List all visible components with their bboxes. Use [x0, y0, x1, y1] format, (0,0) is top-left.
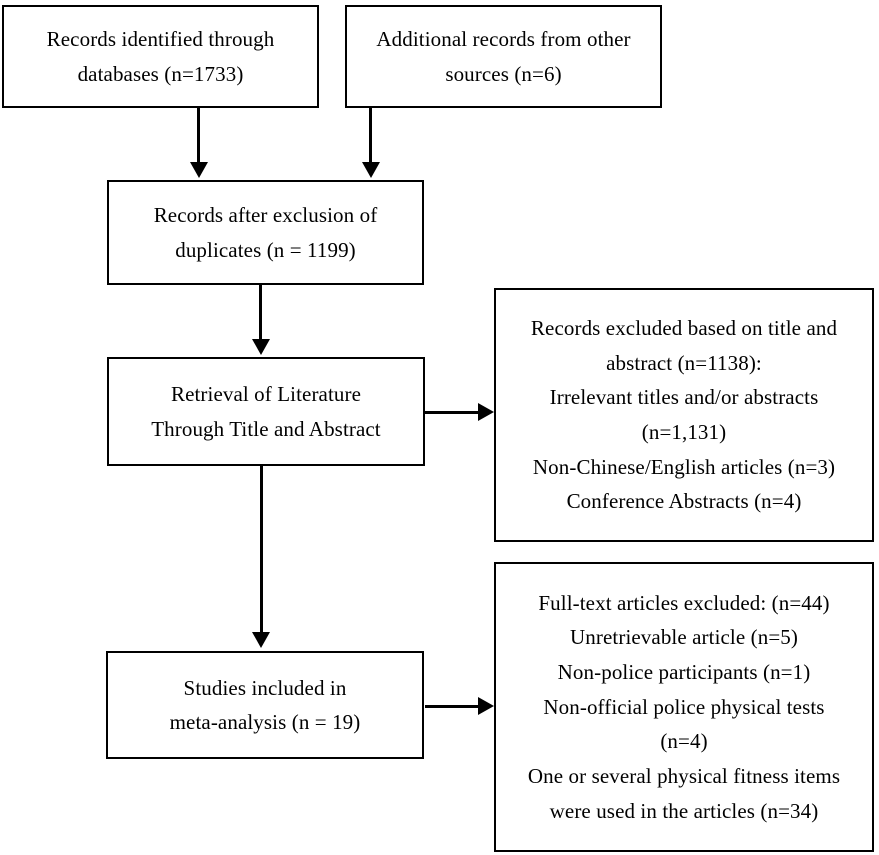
box-additional-records-other-sources: Additional records from other sources (n…	[345, 5, 662, 108]
box-records-after-duplicates: Records after exclusion of duplicates (n…	[107, 180, 424, 285]
box-line: Through Title and Abstract	[151, 416, 381, 441]
box-line: Studies included in	[183, 675, 347, 700]
box-line: were used in the articles (n=34)	[549, 798, 819, 823]
arrow-head-icon	[478, 697, 494, 715]
box-line: Non-official police physical tests	[543, 694, 825, 719]
connector-line	[369, 108, 372, 166]
box-line: Unretrievable article (n=5)	[570, 625, 798, 650]
box-line: Non-police participants (n=1)	[557, 660, 811, 685]
box-line: Full-text articles excluded: (n=44)	[538, 590, 830, 615]
box-line: duplicates (n = 1199)	[175, 237, 356, 262]
arrow-head-icon	[189, 162, 208, 178]
connector-line	[425, 410, 480, 414]
box-line: One or several physical fitness items	[527, 763, 841, 788]
box-line: Records excluded based on title and	[530, 316, 838, 341]
box-line: Non-Chinese/English articles (n=3)	[532, 454, 836, 479]
arrow-head-icon	[252, 632, 270, 648]
connector-line	[425, 704, 480, 708]
box-line: meta-analysis (n = 19)	[169, 710, 361, 734]
box-records-excluded-title-abstract: Records excluded based on title and abst…	[494, 288, 874, 542]
connector-line	[259, 466, 263, 634]
arrow-head-icon	[478, 403, 494, 421]
box-full-text-articles-excluded: Full-text articles excluded: (n=44) Unre…	[494, 562, 874, 852]
box-records-identified-databases: Records identified through databases (n=…	[2, 5, 319, 108]
box-line: (n=4)	[660, 729, 708, 754]
box-retrieval-title-abstract: Retrieval of Literature Through Title an…	[107, 357, 425, 466]
box-line: Records identified through	[46, 27, 275, 52]
box-line: databases (n=1733)	[77, 61, 244, 86]
box-line: sources (n=6)	[445, 61, 562, 86]
connector-line	[197, 108, 200, 166]
box-line: Irrelevant titles and/or abstracts	[549, 385, 819, 410]
box-studies-included-meta-analysis: Studies included in meta-analysis (n = 1…	[106, 651, 424, 759]
box-line: Additional records from other	[376, 27, 631, 52]
connector-line	[259, 285, 262, 341]
arrow-head-icon	[361, 162, 380, 178]
box-line: abstract (n=1138):	[606, 350, 762, 375]
box-line: Records after exclusion of	[153, 203, 378, 228]
box-line: Retrieval of Literature	[170, 382, 362, 407]
box-line: (n=1,131)	[641, 420, 727, 444]
box-line: Conference Abstracts (n=4)	[566, 489, 802, 514]
arrow-head-icon	[251, 339, 270, 355]
